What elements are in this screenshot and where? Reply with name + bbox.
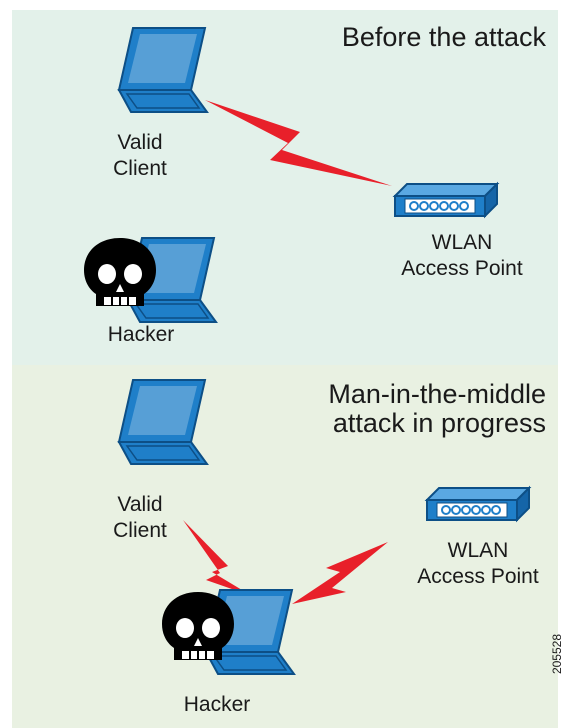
wlan-access-point-label: WLAN Access Point xyxy=(401,231,523,280)
panel-title-before: Before the attack xyxy=(341,22,546,52)
wlan-access-point-label: WLAN Access Point xyxy=(417,539,539,588)
hacker-label: Hacker xyxy=(183,693,251,716)
wireless-link-icon xyxy=(292,542,388,604)
hacker-label: Hacker xyxy=(107,323,175,346)
access-point-icon xyxy=(426,487,530,521)
laptop-icon xyxy=(118,27,208,113)
access-point-icon xyxy=(394,183,498,217)
panel-title-during: Man-in-the-middle attack in progress xyxy=(328,379,546,438)
valid-client-label: Valid Client xyxy=(113,493,167,542)
wireless-link-icon xyxy=(205,100,392,186)
laptop-icon xyxy=(118,379,208,465)
valid-client-label: Valid Client xyxy=(113,131,167,180)
wireless-link-icon xyxy=(183,520,252,596)
figure-id: 205528 xyxy=(550,634,564,675)
